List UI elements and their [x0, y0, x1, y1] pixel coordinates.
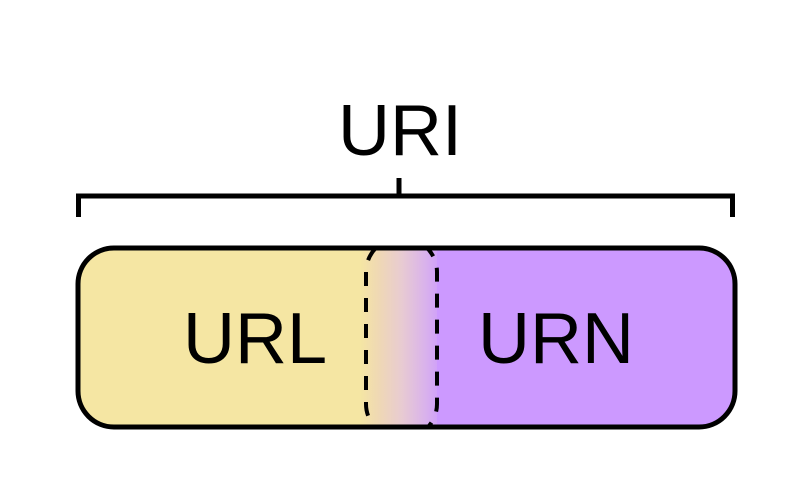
url-region-fill — [78, 248, 370, 427]
capsule-outline — [75, 245, 738, 430]
url-region-label: URL — [183, 299, 327, 379]
uri-title-label: URI — [338, 91, 462, 171]
urn-region-fill — [437, 248, 735, 427]
capsule-fills — [78, 248, 735, 427]
urn-region-label: URN — [478, 299, 634, 379]
overlap-region-fill — [360, 248, 444, 427]
uri-span-bracket — [76, 178, 735, 217]
